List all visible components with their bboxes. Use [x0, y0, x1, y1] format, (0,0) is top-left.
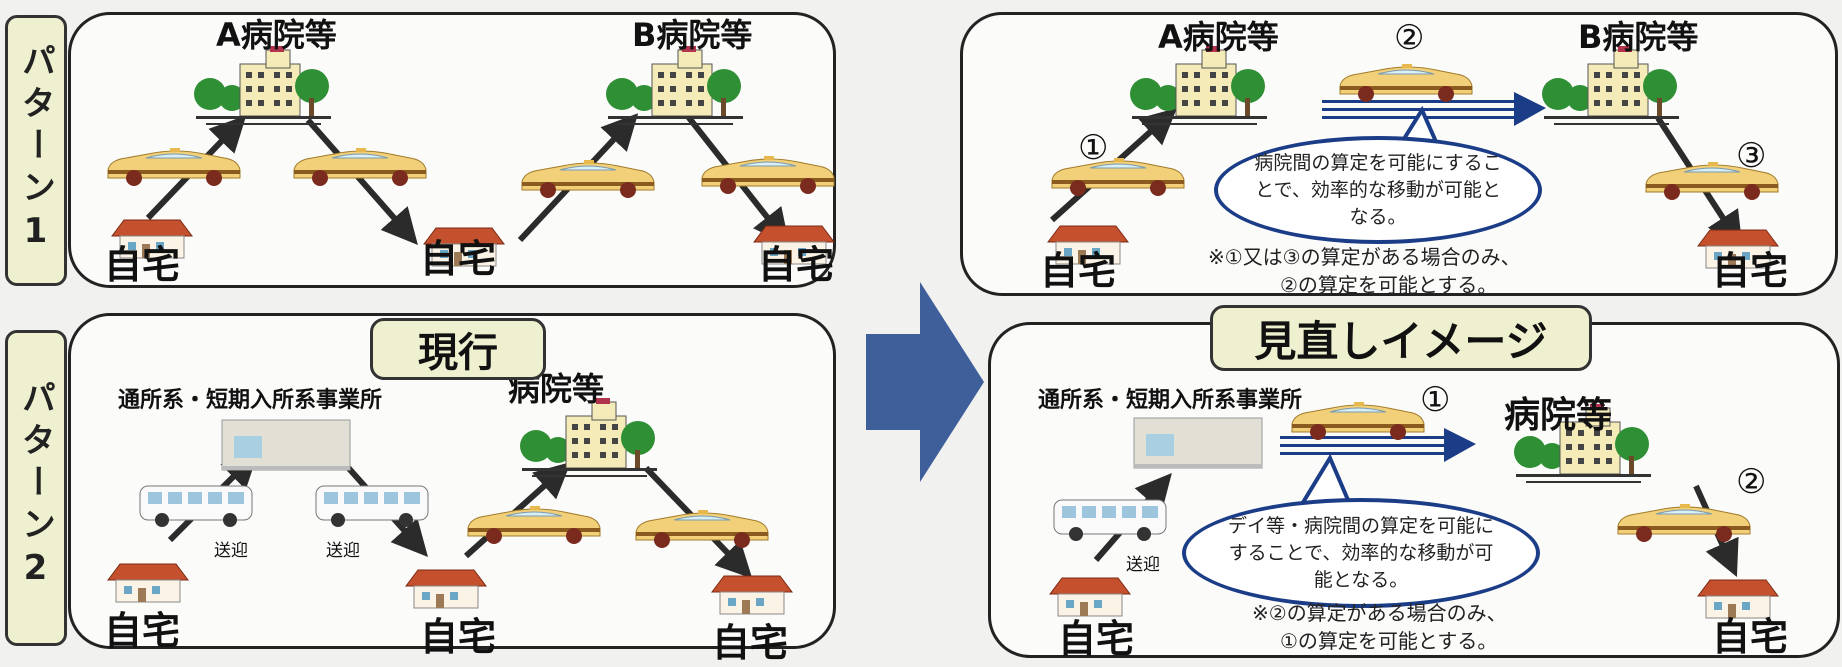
pickup-label: 送迎 — [326, 541, 360, 561]
pattern2-label: パターン2 — [15, 380, 56, 596]
home-label: 自宅 — [104, 609, 181, 653]
van-icon — [139, 485, 253, 528]
step-number-1: ① — [1078, 128, 1109, 168]
hospital-a-label: A病院等 — [1158, 18, 1279, 56]
route-line-hospital-a-to-b — [1322, 92, 1546, 126]
step-number-1: ① — [1420, 380, 1451, 420]
hospital-b-icon — [605, 45, 744, 126]
hospital-b-label: B病院等 — [1578, 18, 1699, 56]
office-label: 通所系・短期入所系事業所 — [118, 388, 383, 413]
taxi-icon — [1291, 401, 1425, 441]
pattern1-label: パターン1 — [15, 42, 56, 259]
home-label: 自宅 — [1040, 249, 1117, 293]
home-icon — [711, 575, 793, 615]
pickup-label: 送迎 — [214, 541, 248, 561]
step-number-2: ② — [1394, 18, 1425, 58]
hospital-a-label: A病院等 — [216, 16, 337, 54]
note-line: ※②の算定がある場合のみ、 — [1252, 601, 1507, 625]
pickup-label: 送迎 — [1126, 555, 1160, 575]
bubble-text: 病院間の算定を可能にすることで、効率的な移動が可能となる。 — [1254, 151, 1502, 228]
home-icon — [107, 563, 189, 603]
hospital-a-icon — [193, 45, 332, 126]
home-label: 自宅 — [1712, 249, 1789, 293]
pattern2-tab: パターン2 — [5, 330, 67, 646]
step-number-2: ② — [1736, 462, 1767, 502]
van-icon — [1053, 499, 1167, 542]
note-line: ①の算定を可能とする。 — [1280, 629, 1498, 653]
transition-arrow — [866, 282, 984, 482]
home-label: 自宅 — [1712, 615, 1789, 659]
home-label: 自宅 — [1058, 617, 1135, 661]
note-line: ※①又は③の算定がある場合のみ、 — [1208, 245, 1521, 269]
office-building-icon — [221, 419, 351, 471]
taxi-icon — [107, 147, 241, 187]
hospital-label: 病院等 — [1504, 395, 1613, 436]
taxi-icon — [521, 159, 655, 199]
taxi-icon — [1617, 503, 1751, 543]
home-icon — [405, 569, 487, 609]
bubble-text: デイ等・病院間の算定を可能にすることで、効率的な移動が可能となる。 — [1227, 514, 1494, 591]
office-label: 通所系・短期入所系事業所 — [1038, 388, 1303, 413]
speech-bubble: 病院間の算定を可能にすることで、効率的な移動が可能となる。 — [1214, 136, 1542, 244]
taxi-icon — [1339, 63, 1473, 103]
revised-label-box: 見直しイメージ — [1210, 305, 1592, 371]
speech-bubble: デイ等・病院間の算定を可能にすることで、効率的な移動が可能となる。 — [1182, 498, 1540, 608]
pattern1-tab: パターン1 — [5, 15, 67, 286]
taxi-icon — [467, 505, 601, 545]
home-label: 自宅 — [712, 621, 789, 665]
note-line: ②の算定を可能とする。 — [1280, 273, 1498, 297]
step-number-3: ③ — [1736, 136, 1767, 176]
home-label: 自宅 — [104, 243, 181, 287]
current-p1-arrows — [145, 112, 790, 246]
hospital-b-label: B病院等 — [632, 16, 753, 54]
current-p2-arrows — [167, 451, 753, 579]
home-label: 自宅 — [420, 615, 497, 659]
office-building-icon — [1133, 417, 1263, 469]
home-label: 自宅 — [420, 237, 497, 281]
home-label: 自宅 — [758, 243, 835, 287]
taxi-icon — [1051, 157, 1185, 197]
current-label-box: 現行 — [370, 318, 546, 380]
van-icon — [315, 485, 429, 528]
route-line-office-to-hospital — [1280, 428, 1476, 462]
taxi-icon — [635, 509, 769, 549]
